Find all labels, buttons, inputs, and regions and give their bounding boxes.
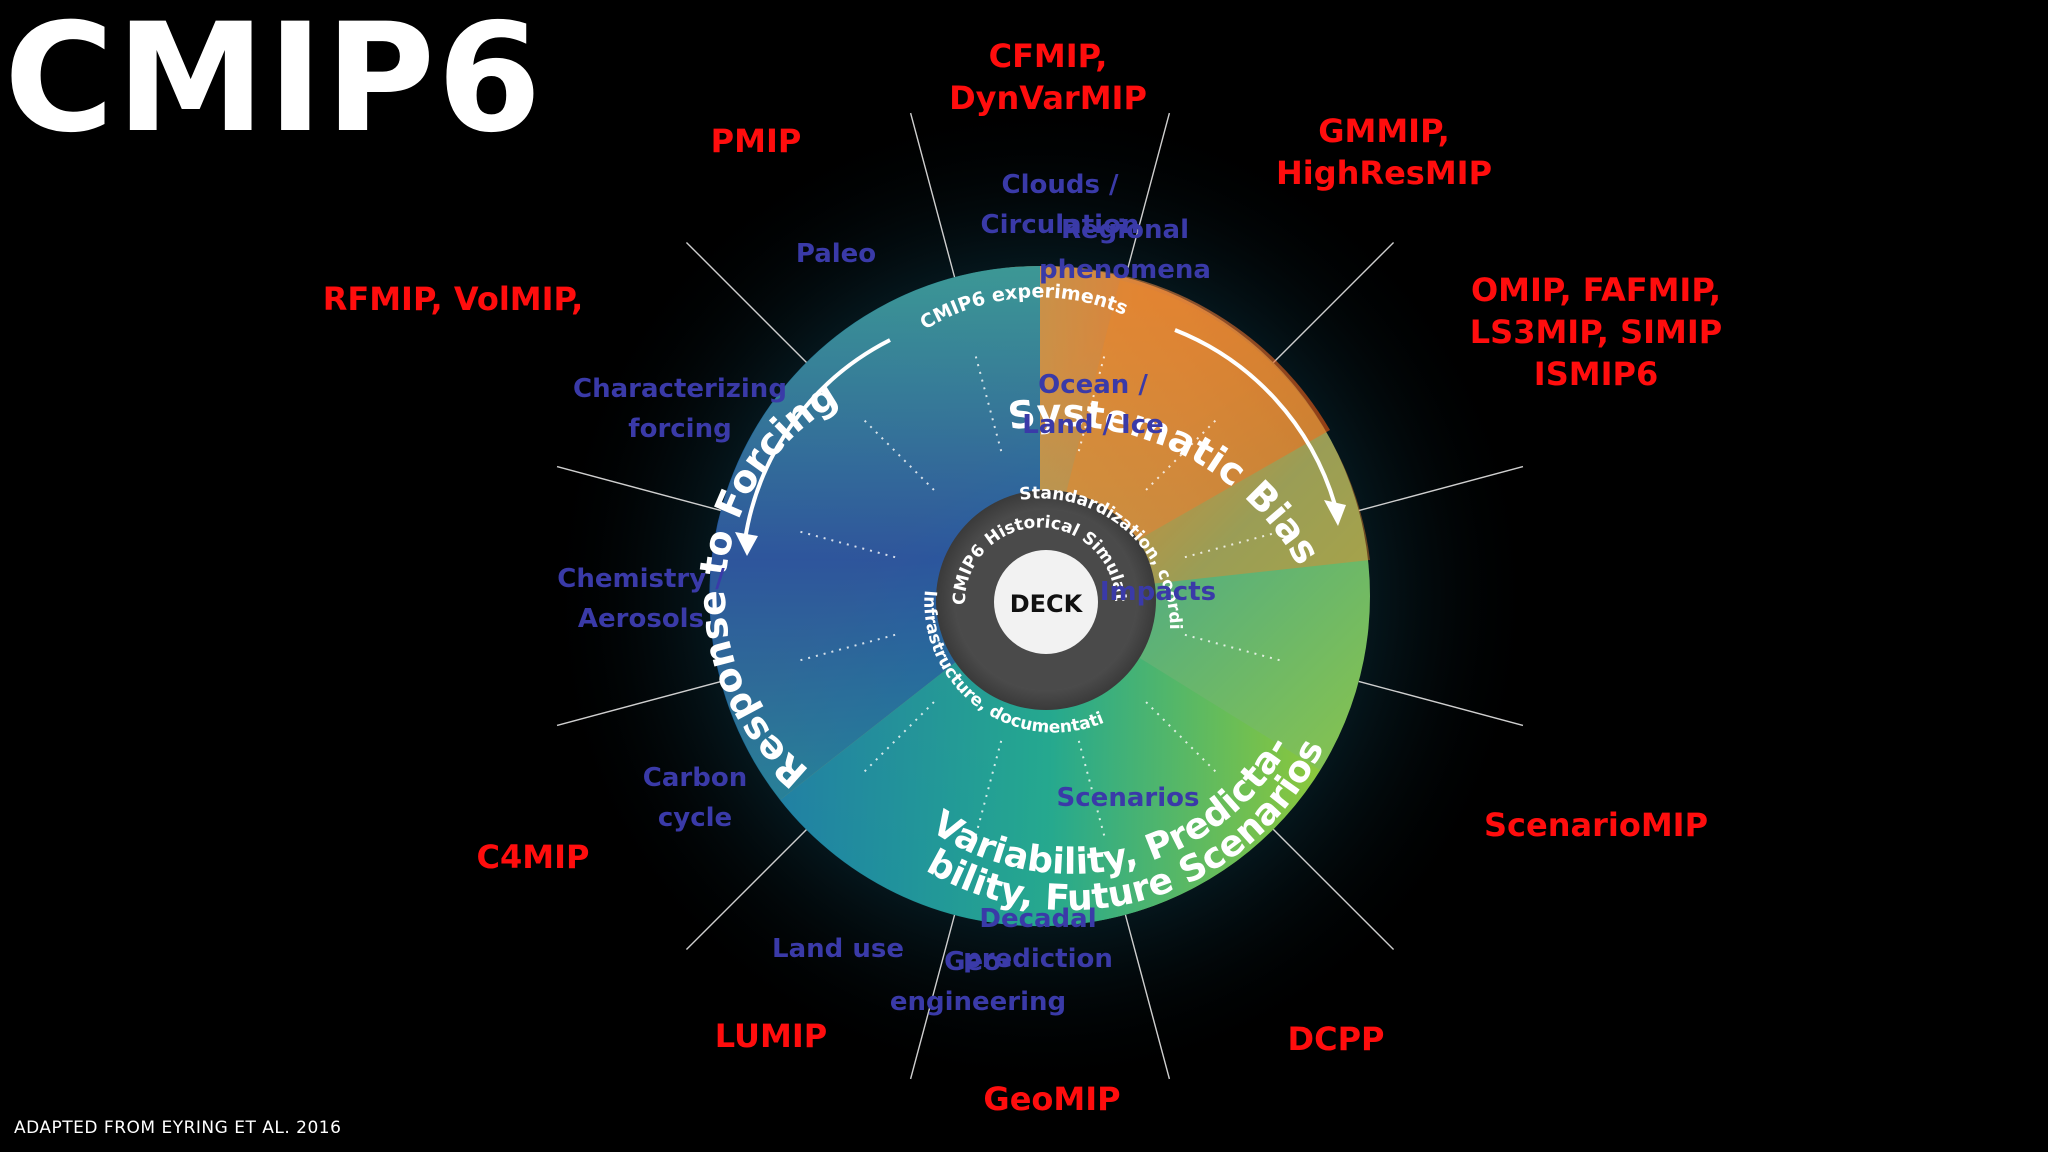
mip-label-line: LUMIP: [715, 1017, 827, 1055]
topic-label-line: Ocean /: [1038, 370, 1148, 400]
source-credit: ADAPTED FROM EYRING ET AL. 2016: [14, 1118, 342, 1138]
topic-label: Impacts: [1100, 577, 1216, 607]
mip-label: ScenarioMIP: [1484, 806, 1708, 844]
topic-label-line: Geo-: [944, 947, 1012, 977]
arrowhead-systematic-icon: [1324, 500, 1346, 526]
topic-label: Scenarios: [1057, 783, 1200, 813]
spoke-lines: [556, 112, 1524, 1080]
topic-label-line: Decadal: [979, 904, 1096, 934]
mip-label-line: HighResMIP: [1276, 154, 1492, 192]
dotted-divider: [1145, 701, 1218, 774]
spoke-line: [1124, 914, 1171, 1080]
topic-label: Carbon cycle: [643, 763, 747, 833]
mip-label-line: RFMIP, VolMIP,: [323, 280, 584, 318]
spoke-line: [556, 465, 722, 512]
mip-label-line: ScenarioMIP: [1484, 806, 1708, 844]
mip-label-line: C4MIP: [477, 838, 590, 876]
topic-label: Paleo: [796, 239, 876, 269]
dotted-divider: [1184, 633, 1282, 662]
mip-label-line: LS3MIP, SIMIP: [1470, 313, 1722, 351]
deck-circle: [994, 550, 1098, 654]
topic-label-line: Characterizing: [573, 374, 787, 404]
page-title: CMIP6: [4, 0, 544, 166]
mip-label-line: PMIP: [711, 122, 802, 160]
topic-label-line: Impacts: [1100, 577, 1216, 607]
topic-label: Ocean / Land / Ice: [1022, 370, 1164, 440]
mip-label: CFMIP, DynVarMIP: [949, 37, 1147, 117]
spoke-line: [909, 112, 956, 278]
topic-label-line: Circulation: [981, 210, 1140, 240]
topic-label-line: Clouds /: [1002, 170, 1120, 200]
spoke-line: [1124, 112, 1171, 278]
deck-label: DECK: [1010, 590, 1084, 618]
mip-label-line: GeoMIP: [983, 1080, 1120, 1118]
topic-label: Regional phenomena: [1039, 215, 1211, 285]
arrow-systematic-icon: [1174, 328, 1337, 506]
dotted-divider: [1077, 354, 1106, 452]
dotted-divider-lines: [798, 354, 1282, 838]
mip-labels: CFMIP, DynVarMIP GMMIP, HighResMIP OMIP, FAF…: [323, 37, 1723, 1118]
mip-label-line: CFMIP,: [989, 37, 1108, 75]
topic-label-line: Carbon: [643, 763, 747, 793]
topic-label: Geo-engineering: [890, 947, 1066, 1017]
mip-label: OMIP, FAFMIP, LS3MIP, SIMIP ISMIP6: [1470, 271, 1722, 393]
topic-label-line: Paleo: [796, 239, 876, 269]
dotted-divider: [1145, 418, 1218, 491]
mip-label-line: DCPP: [1288, 1020, 1385, 1058]
topic-label-line: Regional: [1061, 215, 1189, 245]
dotted-divider: [974, 354, 1003, 452]
spoke-line: [1272, 828, 1395, 951]
topic-label-line: Aerosols: [578, 604, 704, 634]
mip-label-line: DynVarMIP: [949, 79, 1147, 117]
spoke-line: [556, 680, 722, 727]
dotted-divider: [1077, 740, 1106, 838]
spoke-line: [1272, 241, 1395, 364]
mip-label-line: OMIP, FAFMIP,: [1471, 271, 1721, 309]
topic-label-line: Land / Ice: [1022, 410, 1164, 440]
spoke-line: [909, 914, 956, 1080]
dotted-divider: [798, 530, 896, 559]
dotted-divider: [862, 418, 935, 491]
arrowhead-response-icon: [735, 532, 758, 556]
topic-label-line: engineering: [890, 987, 1066, 1017]
dotted-divider: [862, 701, 935, 774]
topic-label-line: forcing: [628, 414, 731, 444]
spoke-line: [685, 828, 808, 951]
dotted-divider: [1184, 530, 1282, 559]
mip-label-line: GMMIP,: [1318, 112, 1450, 150]
spoke-line: [685, 241, 808, 364]
mip-label: GeoMIP: [983, 1080, 1120, 1118]
mip-label: C4MIP: [477, 838, 590, 876]
topic-label: Land use: [772, 934, 904, 964]
topic-label-line: cycle: [658, 803, 732, 833]
topic-label-line: Chemistry /: [557, 564, 725, 594]
topic-label: Characterizing forcing: [573, 374, 787, 444]
mip-label: DCPP: [1288, 1020, 1385, 1058]
topic-label-line: prediction: [963, 944, 1113, 974]
mip-label-line: ISMIP6: [1534, 355, 1658, 393]
topic-label: Clouds / Circulation: [981, 170, 1140, 240]
mip-label: PMIP: [711, 122, 802, 160]
topic-label-line: phenomena: [1039, 255, 1211, 285]
mip-label: GMMIP, HighResMIP: [1276, 112, 1492, 192]
dotted-divider: [798, 633, 896, 662]
mip-label: LUMIP: [715, 1017, 827, 1055]
topic-label: Chemistry / Aerosols: [557, 564, 725, 634]
arrow-response-icon: [743, 338, 891, 541]
topic-label-line: Land use: [772, 934, 904, 964]
spoke-line: [1358, 465, 1524, 512]
dotted-divider: [974, 740, 1003, 838]
mip-label: RFMIP, VolMIP,: [323, 280, 584, 318]
topic-label: Decadal prediction: [963, 904, 1113, 974]
topic-label-line: Scenarios: [1057, 783, 1200, 813]
spoke-line: [1358, 680, 1524, 727]
